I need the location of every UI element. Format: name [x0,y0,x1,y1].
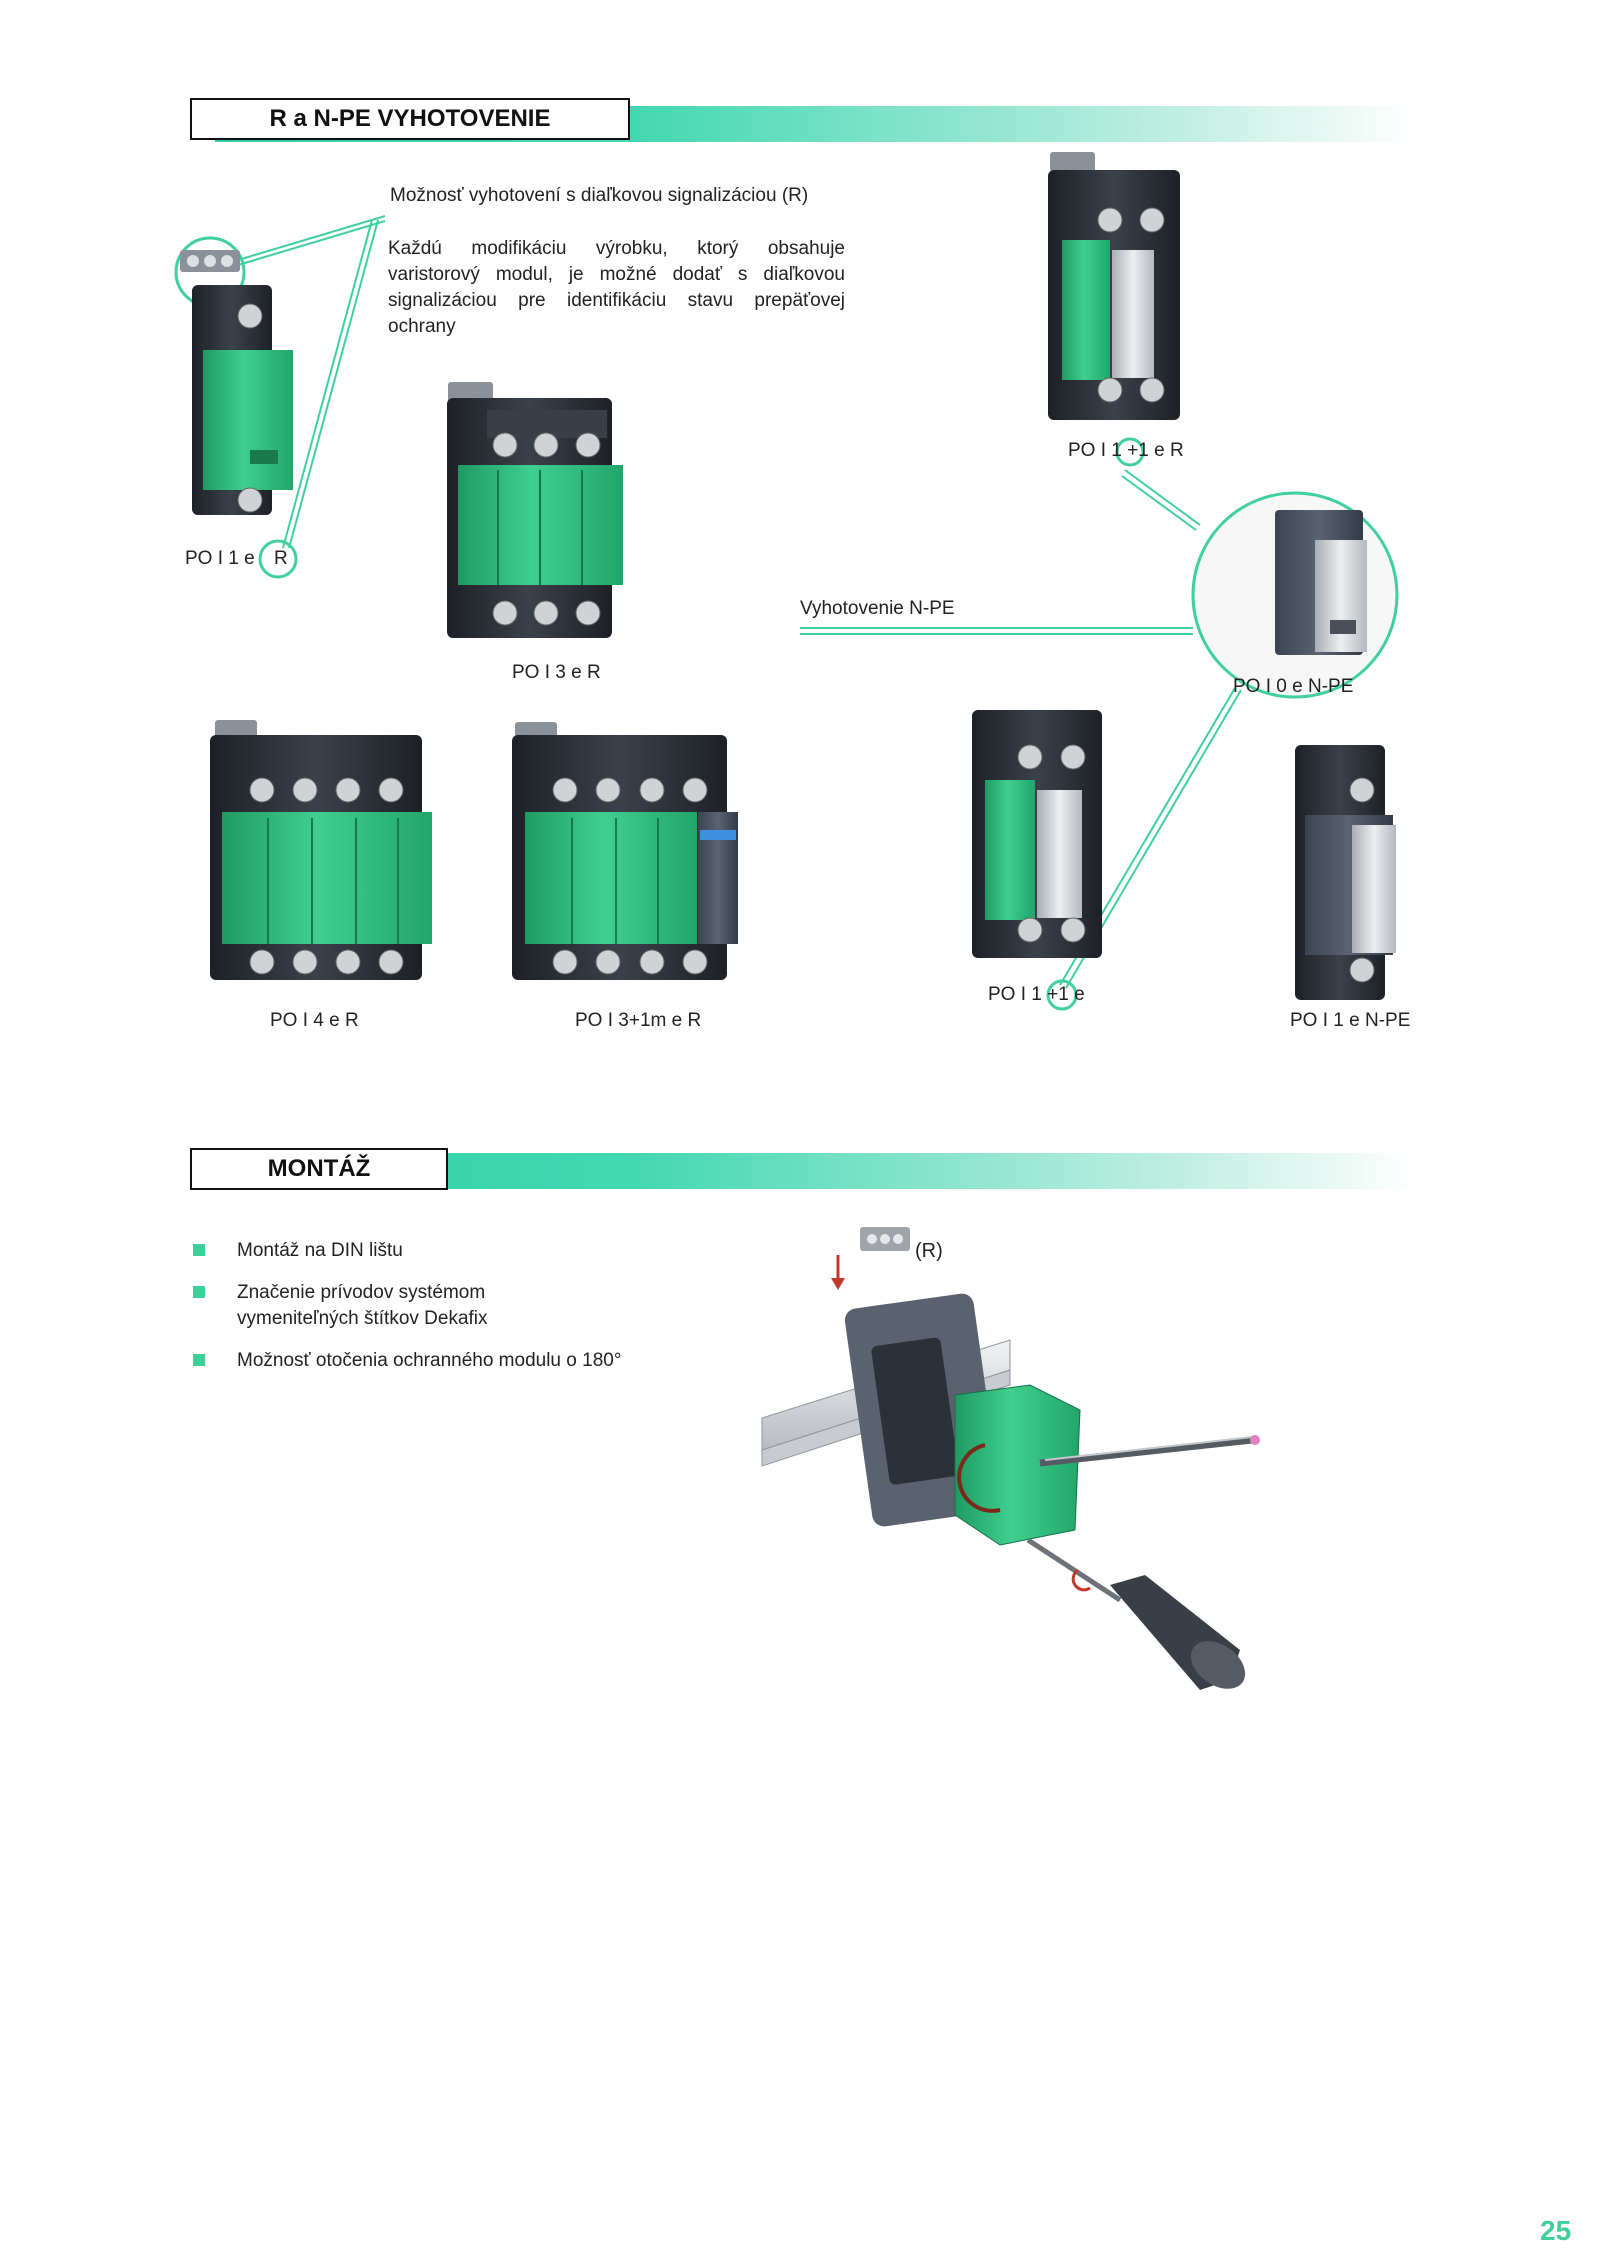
device-po-i3-e-r [447,382,623,638]
bullet-square-icon [193,1286,205,1298]
page-number: 25 [1540,2215,1572,2246]
list-item: Montáž na DIN lištu [193,1238,567,1264]
section-title-text: R a N-PE VYHOTOVENIE [269,105,551,132]
remote-note-heading: Možnosť vyhotovení s diaľkovou signalizá… [390,185,809,206]
label-po-i1-e-npe: PO I 1 e N-PE [1290,1010,1411,1031]
label-npe-variant: Vyhotovenie N-PE [800,598,955,619]
list-item: Možnosť otočenia ochranného modulu o 180… [193,1348,657,1374]
mounting-remote-label: (R) [915,1240,943,1262]
bullet-square-icon [193,1244,205,1256]
section-title: R a N-PE VYHOTOVENIE [190,98,630,140]
bullet-square-icon [193,1354,205,1366]
device-po-i0-e-npe [1275,510,1367,655]
label-po-i1-e-r: PO I 1 e R [185,548,288,569]
device-po-i1-1-e [972,710,1102,958]
device-po-i3-1m-e-r [512,722,738,980]
label-po-i1-1-e-r: PO I 1 +1 e R [1068,440,1184,461]
section-title-text: MONTÁŽ [267,1155,371,1182]
device-po-i1-e-r [180,250,293,515]
label-po-i3-1m-e-r: PO I 3+1m e R [575,1010,702,1031]
label-po-i1-1-e: PO I 1 +1 e [988,984,1085,1005]
label-po-i0-e-npe: PO I 0 e N-PE [1233,676,1354,697]
section-title: MONTÁŽ [190,1148,448,1190]
mounting-illustration [761,1227,1260,1690]
device-po-i1-e-npe [1295,745,1396,1000]
device-po-i1-1-e-r [1048,152,1180,420]
list-item: Značenie prívodov systémom vymeniteľných… [193,1280,537,1332]
label-po-i4-e-r: PO I 4 e R [270,1010,359,1031]
device-po-i4-e-r [210,720,432,980]
label-po-i3-e-r: PO I 3 e R [512,662,601,683]
remote-note-body: Každú modifikáciu výrobku, ktorý obsahuj… [388,238,845,337]
